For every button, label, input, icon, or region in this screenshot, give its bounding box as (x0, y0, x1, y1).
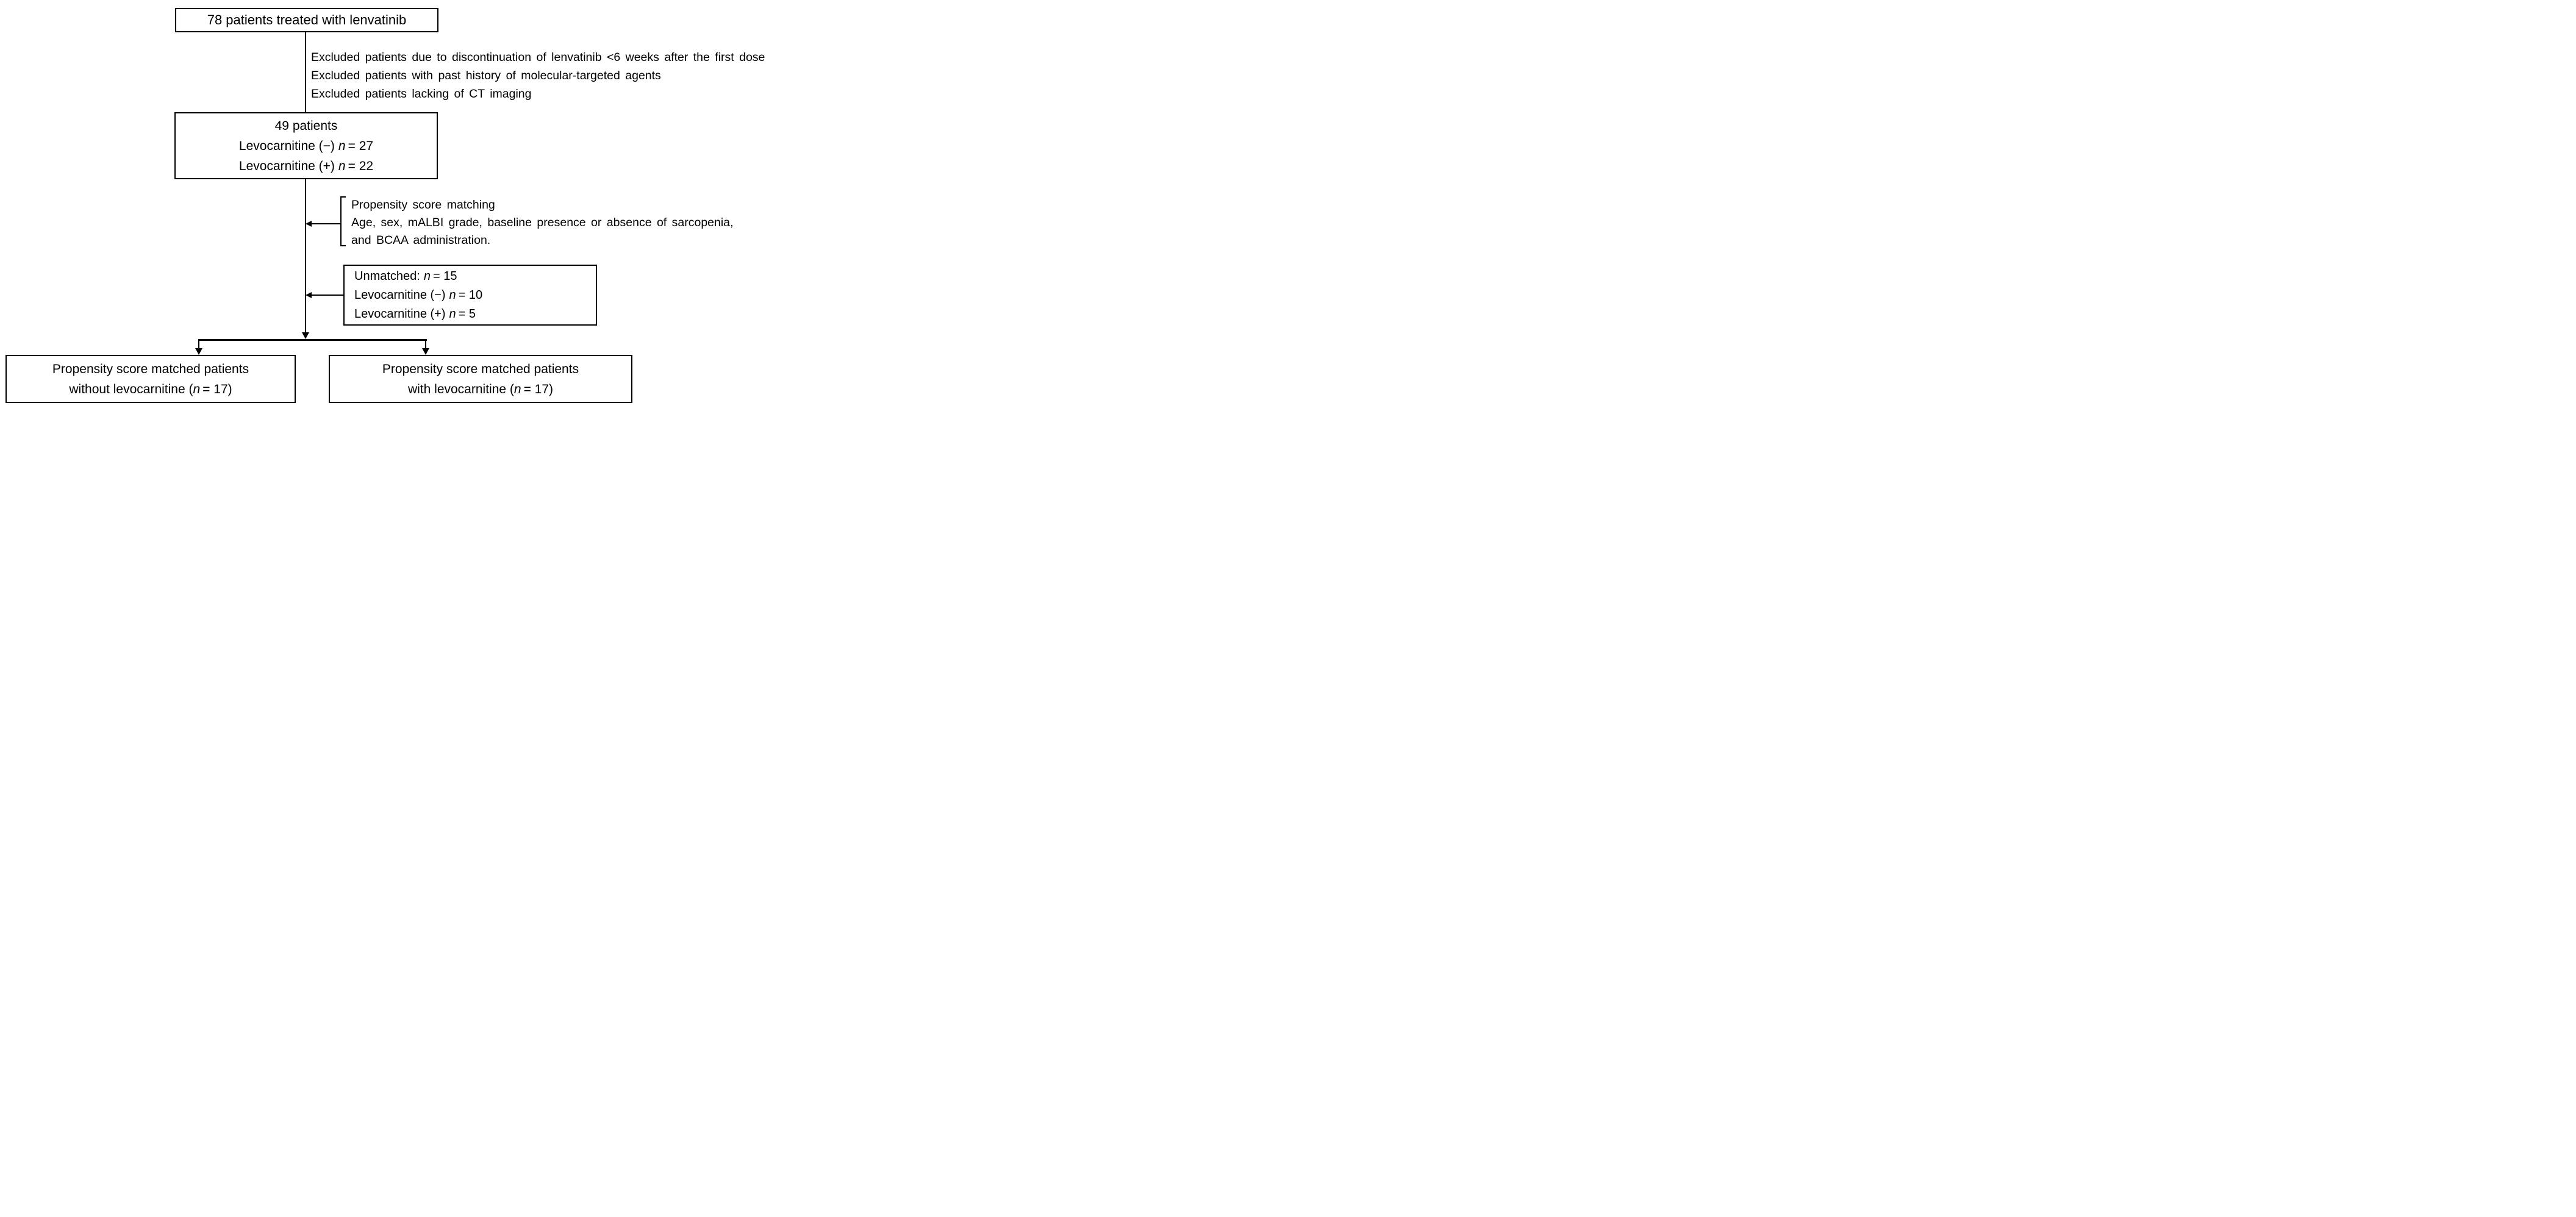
unmatched-line-levocarnitine-plus: Levocarnitine (+)n= 5 (354, 305, 476, 324)
outcome-with-line-2: with levocarnitine (n= 17) (408, 379, 553, 399)
outcome-with-line-1: Propensity score matched patients (382, 362, 579, 376)
matching-line-2: Age, sex, mALBI grade, baseline presence… (351, 216, 734, 229)
cohort-line-plus-pre: Levocarnitine (+) (238, 159, 335, 173)
unmatched-minus-pre: Levocarnitine (−) (354, 288, 446, 302)
enrolled-box: 78 patients treated with lenvatinib (175, 8, 438, 32)
matching-note: Propensity score matching Age, sex, mALB… (351, 196, 733, 249)
cohort-box: 49 patients Levocarnitine (−)n= 27 Levoc… (174, 112, 438, 179)
left-branch-line (198, 341, 199, 349)
n-symbol: n (338, 138, 346, 153)
split-bar (198, 339, 427, 341)
exclusion-note: Excluded patients due to discontinuation… (311, 48, 765, 103)
outcome-box-without-levocarnitine: Propensity score matched patients withou… (5, 355, 296, 403)
enrolled-box-text: 78 patients treated with lenvatinib (207, 12, 407, 27)
n-symbol: n (423, 269, 431, 283)
unmatched-plus-post: = 5 (458, 307, 476, 321)
unmatched-minus-post: = 10 (458, 288, 483, 302)
outcome-box-with-levocarnitine: Propensity score matched patients with l… (329, 355, 632, 403)
cohort-line-levocarnitine-plus: Levocarnitine (+)n= 22 (239, 156, 373, 176)
outcome-with-post: = 17) (523, 382, 554, 396)
split-arrowhead-down-icon (302, 332, 309, 339)
outcome-without-line-2: without levocarnitine (n= 17) (69, 379, 232, 399)
cohort-line-minus-pre: Levocarnitine (−) (238, 138, 335, 153)
cohort-line-minus-post: = 27 (348, 138, 374, 153)
connector-cohort-to-split (305, 179, 306, 333)
cohort-line-levocarnitine-minus: Levocarnitine (−)n= 27 (239, 136, 373, 156)
unmatched-box: Unmatched:n= 15 Levocarnitine (−)n= 10 L… (343, 265, 597, 326)
n-symbol: n (449, 288, 456, 302)
n-symbol: n (449, 307, 456, 321)
cohort-title: 49 patients (274, 118, 338, 133)
unmatched-total-pre: Unmatched: (354, 269, 420, 283)
outcome-without-line-1: Propensity score matched patients (52, 362, 249, 376)
exclusion-line-3: Excluded patients lacking of CT imaging (311, 87, 532, 101)
exclusion-line-1: Excluded patients due to discontinuation… (311, 51, 765, 64)
n-symbol: n (338, 159, 346, 173)
matching-arrow-line (311, 223, 340, 224)
n-symbol: n (513, 382, 521, 396)
outcome-without-pre: without levocarnitine ( (69, 382, 193, 396)
outcome-with-pre: with levocarnitine ( (407, 382, 514, 396)
matching-arrowhead-left-icon (306, 221, 312, 227)
connector-enrolled-to-cohort (305, 32, 306, 112)
unmatched-plus-pre: Levocarnitine (+) (354, 307, 446, 321)
left-branch-arrowhead-down-icon (195, 348, 202, 355)
cohort-line-plus-post: = 22 (348, 159, 374, 173)
right-branch-line (425, 341, 426, 349)
unmatched-line-total: Unmatched:n= 15 (354, 267, 457, 286)
matching-line-3: and BCAA administration. (351, 234, 491, 247)
right-branch-arrowhead-down-icon (422, 348, 429, 355)
patient-flow-diagram: 78 patients treated with lenvatinib Excl… (0, 0, 859, 405)
outcome-without-post: = 17) (202, 382, 232, 396)
unmatched-arrow-line (311, 294, 343, 296)
n-symbol: n (193, 382, 201, 396)
exclusion-line-2: Excluded patients with past history of m… (311, 69, 661, 82)
unmatched-line-levocarnitine-minus: Levocarnitine (−)n= 10 (354, 286, 482, 305)
unmatched-total-post: = 15 (432, 269, 457, 283)
matching-line-1: Propensity score matching (351, 198, 495, 212)
unmatched-arrowhead-left-icon (306, 292, 312, 298)
matching-bracket (340, 196, 346, 246)
